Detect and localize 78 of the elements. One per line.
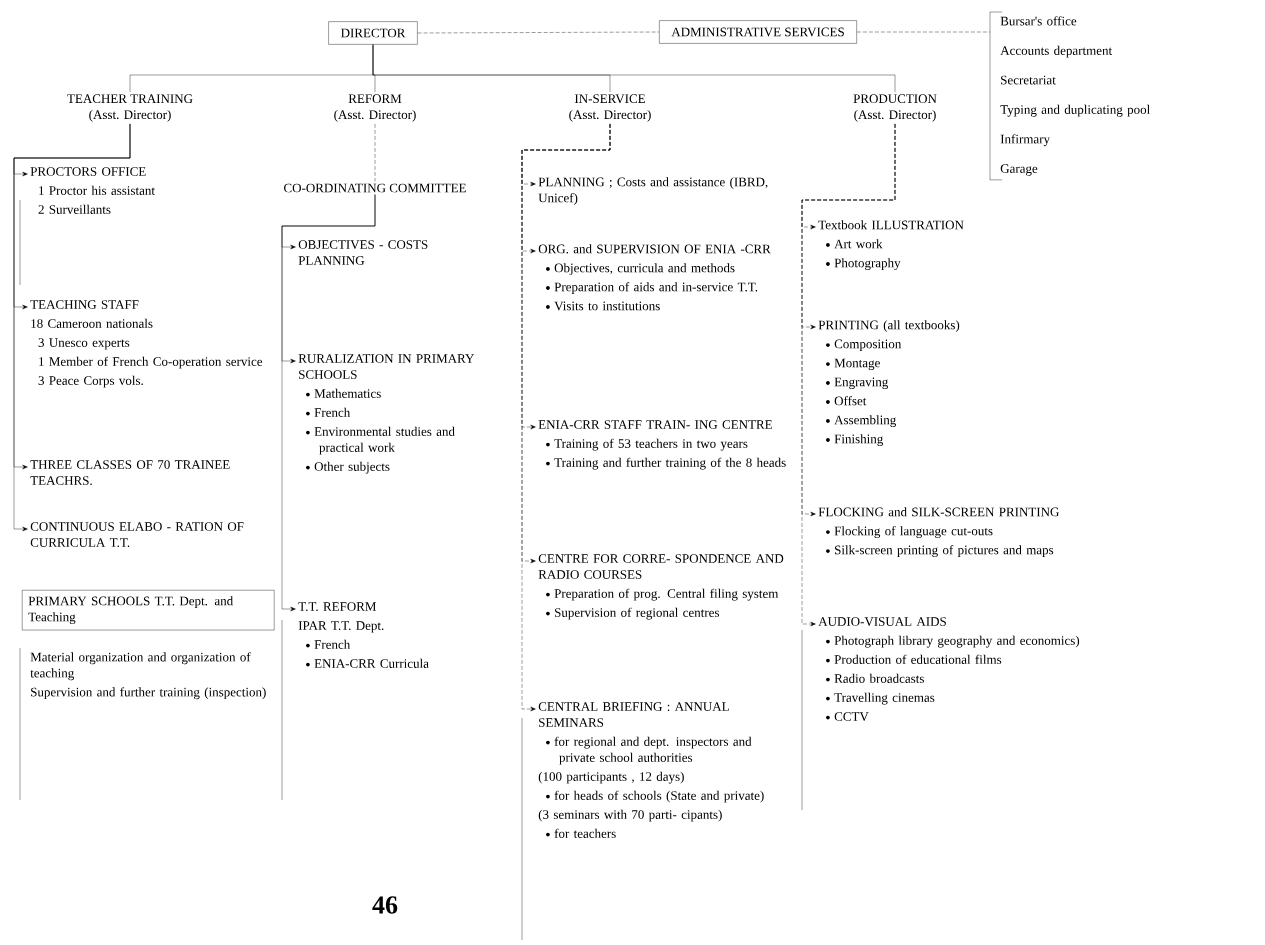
title-box: ADMINISTRATIVE SERVICES [659,20,857,44]
node-label: Environmental studies and practical work [314,426,455,455]
node-label: (100 participants , 12 days) [538,771,684,784]
bracketed-list: Bursar's office Accounts department Secretariat Typing and duplicating pool Infirmary Garage [989,11,1150,181]
section-list: FLOCKING and SILK-SCREEN PRINTING Flocking of language cut-outs Silk-screen printing of pictures and maps [818,507,1059,558]
page-number: 46 [372,896,398,914]
connector [372,44,896,93]
node-label: for teachers [554,828,616,838]
node-label: Mathematics [314,388,381,398]
node-label: ENIA-CRR Curricula [314,658,429,668]
node-label: Supervision of regional centres [555,607,720,620]
node-label: Silk-screen printing of pictures and maps [835,545,1054,558]
node-label: Preparation of prog. Central filing system [554,588,779,601]
connector [374,123,376,182]
section-list: CONTINUOUS ELABO - RATION OF CURRICULA T.T. [30,522,244,547]
node-label: for heads of schools (State and private) [554,790,764,803]
section-list: CENTRE FOR CORRE- SPONDENCE AND RADIO COURSES Preparation of prog. Central filing system Supervision of regional centres [538,554,784,620]
title-box: PRIMARY SCHOOLS T.T. Dept. and Teaching [22,590,275,631]
node-label: Travelling cinemas [834,692,935,705]
node-label: (3 seminars with 70 parti- cipants) [538,809,722,822]
node-label: Textbook ILLUSTRATION [818,220,964,230]
node-label: Montage [834,358,880,371]
node-label: T.T. REFORM [298,602,377,611]
section-list: PLANNING ; Costs and assistance (IBRD, Unicef) [538,177,768,205]
section-list: Material organization and organization of teaching Supervision and further training (inspection) [30,652,266,700]
node-label: Art work [834,239,883,249]
connector [417,31,660,34]
node-label: Photography [834,258,901,271]
node-label: Training and further training of the 8 heads [554,457,786,470]
node-label: PRINTING (all textbooks) [818,320,960,332]
node-label: French [314,407,351,417]
node-label: Assembling [834,415,897,428]
node-label: FLOCKING and SILK-SCREEN PRINTING [818,507,1059,517]
connector [13,123,131,532]
section-list: ORG. and SUPERVISION OF ENIA -CRR Objectives, curricula and methods Preparation of aids and in-service T.T. Visits to institutions [538,244,771,311]
node-label: Photograph library geography and economics) [834,635,1080,648]
connector [281,194,376,612]
connector [521,123,611,712]
node-label: French [314,639,351,649]
section-list: AUDIO-VISUAL AIDS Photograph library geography and economics) Production of educational films Radio broadcasts Travelling cinemas CCTV [818,617,1080,721]
node-label: CENTRE FOR CORRE- SPONDENCE AND RADIO COURSES [538,554,784,579]
node-label: Engraving [834,377,889,390]
node-label: Training of 53 teachers in two years [554,438,748,451]
department-heading: REFORM (Asst. Director) [334,94,416,122]
node-label: Preparation of aids and in-service T.T. [554,282,758,294]
section-list: PRINTING (all textbooks) Composition Montage Engraving Offset Assembling Finishing [818,320,960,447]
section-list: OBJECTIVES - COSTS PLANNING [298,240,428,265]
title-box: DIRECTOR [328,21,418,45]
section-list: Textbook ILLUSTRATION Art work Photography [818,220,964,271]
node-label: ORG. and SUPERVISION OF ENIA -CRR [538,244,771,254]
node-label: Composition [834,339,902,351]
section-list: T.T. REFORM IPAR T.T. Dept. French ENIA-CRR Curricula [298,602,429,668]
node-label: Objectives, curricula and methods [554,263,735,275]
connector [801,123,896,627]
department-heading: IN-SERVICE (Asst. Director) [569,94,651,122]
node-label: Offset [834,396,867,406]
section-list: CENTRAL BRIEFING : ANNUAL SEMINARS for regional and dept. inspectors and private school authorities (100 participants , 12 days) for heads of schools (State and private) (3 seminars with 70 parti- cipants) for teachers [538,702,764,838]
section-list: PROCTORS OFFICE 1 Proctor his assistant 2 Surveillants [30,167,155,214]
section-list: THREE CLASSES OF 70 TRAINEE TEACHRS. [30,460,230,486]
department-heading: TEACHER TRAINING (Asst. Director) [67,94,193,122]
node-label: Finishing [834,434,884,447]
section-list: RURALIZATION IN PRIMARY SCHOOLS Mathematics French Environmental studies and practical work Other subjects [298,354,475,474]
node-label: for regional and dept. inspectors and private school authorities [554,736,752,765]
node-label: Radio broadcasts [834,673,924,683]
node-label: Visits to institutions [554,301,660,311]
node-label: IPAR T.T. Dept. [298,621,384,633]
section-list: ENIA-CRR STAFF TRAIN- ING CENTRE Training of 53 teachers in two years Training and further training of the 8 heads [538,420,786,470]
department-heading: PRODUCTION (Asst. Director) [853,94,937,122]
node-label: Production of educational films [834,654,1002,664]
node-label: Other subjects [314,461,390,474]
node-label: ENIA-CRR STAFF TRAIN- ING CENTRE [538,420,772,429]
committee-heading: CO-ORDINATING COMMITTEE [284,183,466,193]
node-label: AUDIO-VISUAL AIDS [818,617,946,627]
node-label: RURALIZATION IN PRIMARY SCHOOLS [298,354,475,379]
connector [856,31,991,33]
node-label: Flocking of language cut-outs [834,526,993,539]
node-label: CCTV [834,712,869,722]
section-list: TEACHING STAFF 18 Cameroon nationals 3 Unesco experts 1 Member of French Co-operation service 3 Peace Corps vols. [30,300,263,388]
